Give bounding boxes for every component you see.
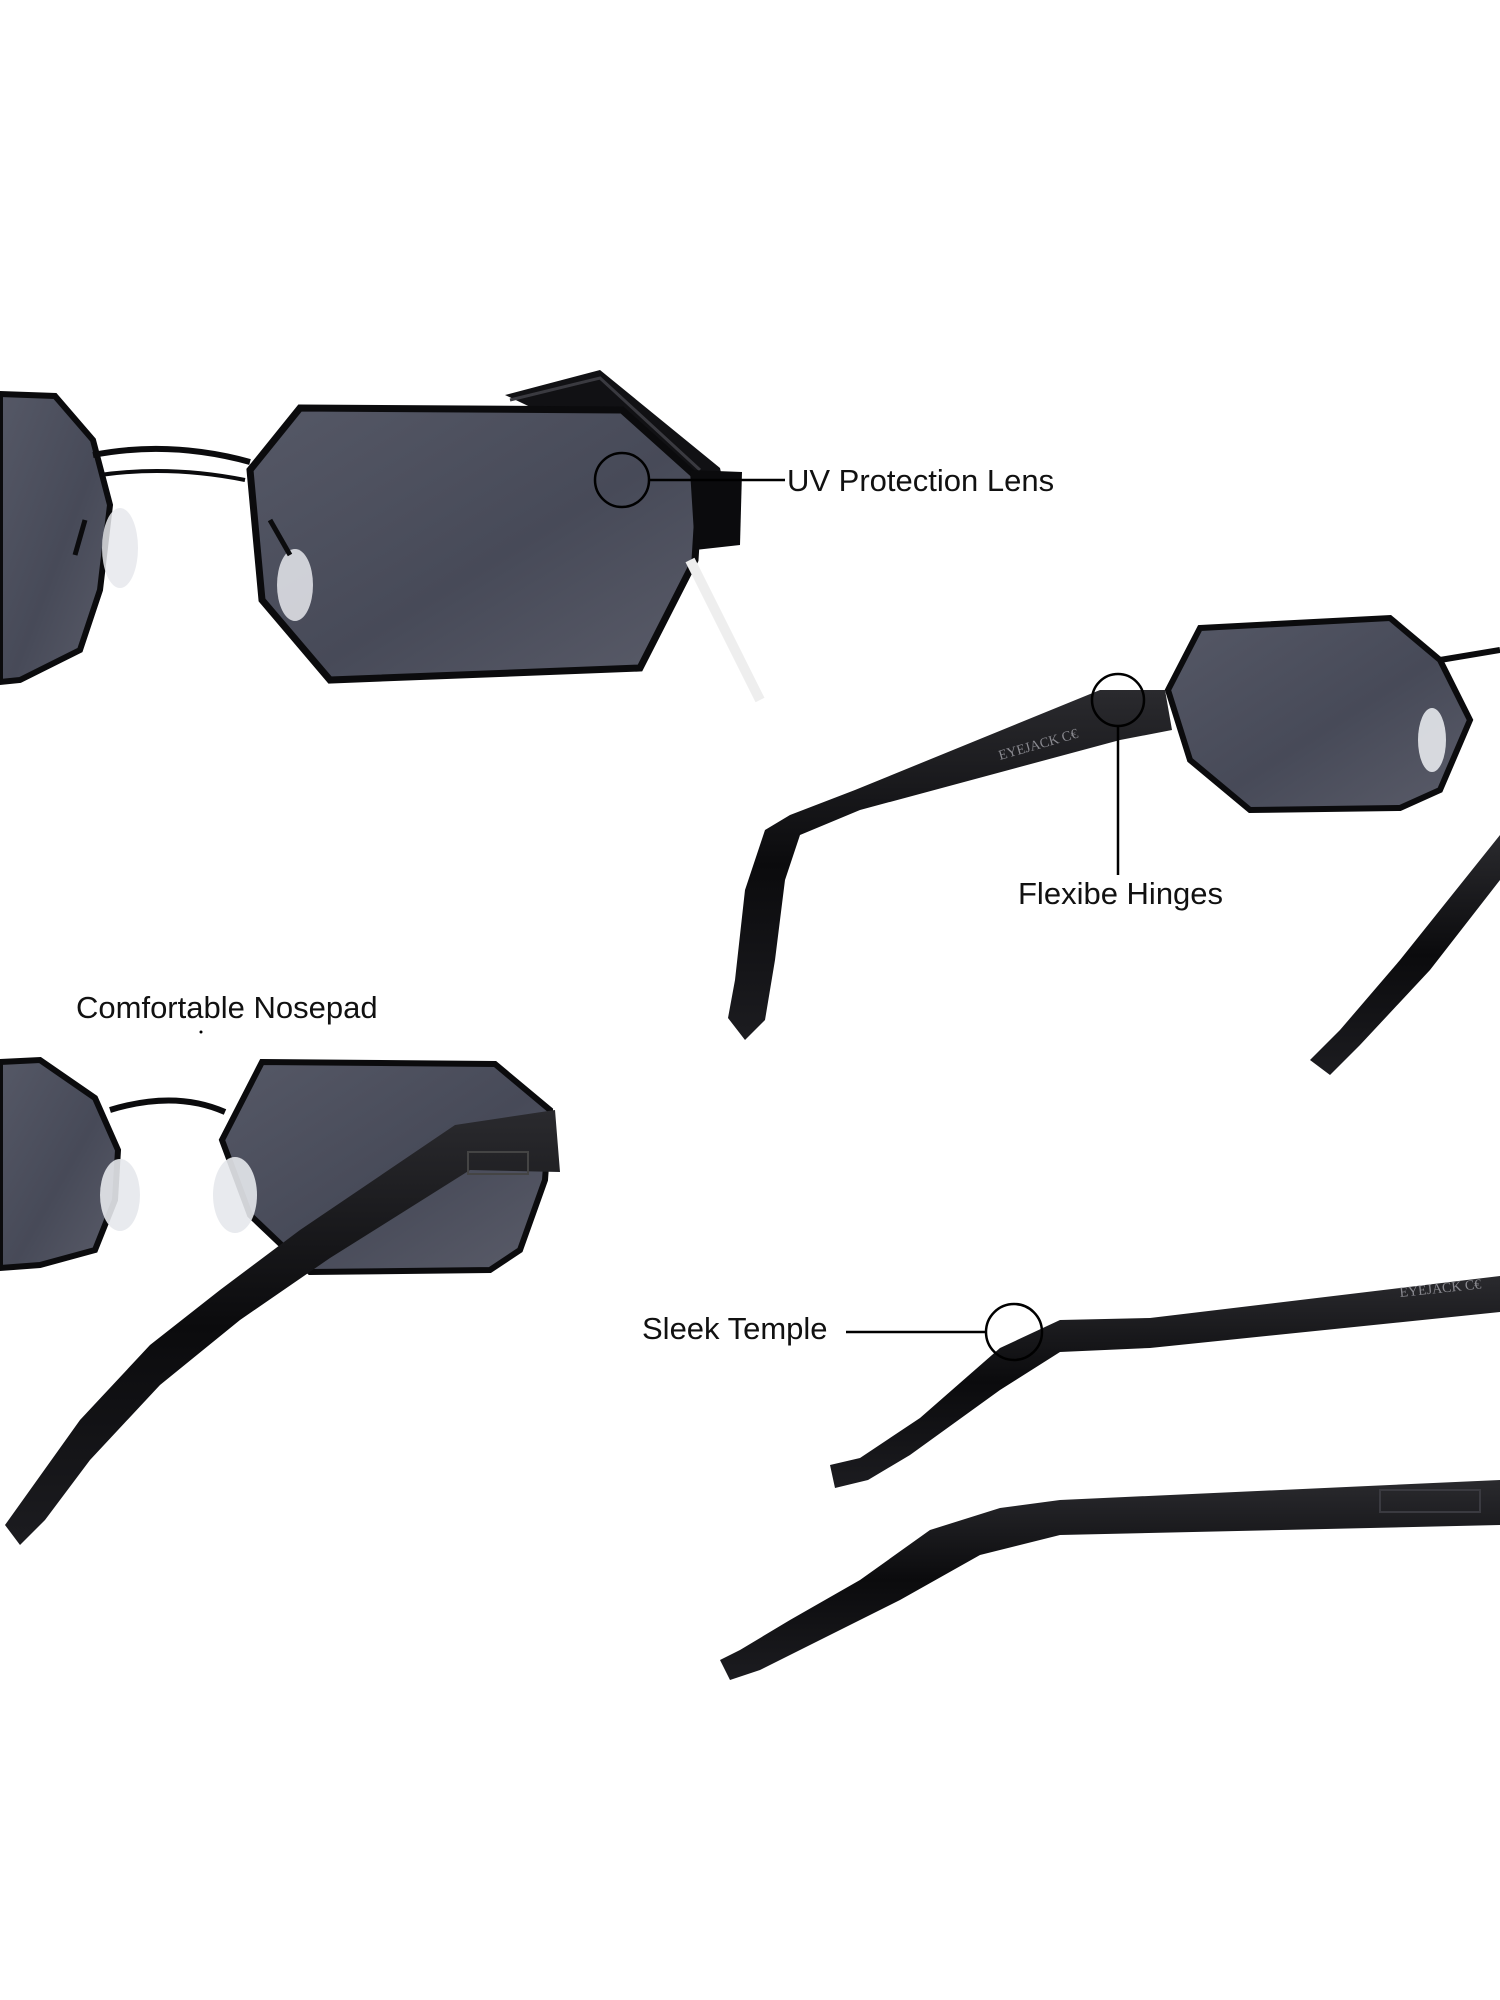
bridge: [92, 445, 251, 465]
tq-temple-arm: [5, 1110, 560, 1545]
glasses-front-view: [0, 370, 785, 703]
tq-nosepad-left: [100, 1159, 140, 1231]
side-temple-arm: [728, 690, 1172, 1040]
side-temple-arm-far: [1310, 835, 1500, 1075]
glasses-three-quarter-view: [0, 1030, 560, 1545]
detail-temple-upper: [830, 1276, 1500, 1488]
temple-detail-view: EYEJACK C€: [720, 1276, 1500, 1680]
right-lens: [246, 404, 704, 684]
detail-arm-plate: [1379, 1489, 1481, 1513]
side-lens: [1164, 614, 1474, 814]
left-lens: [0, 390, 114, 686]
uv-protection-label: UV Protection Lens: [787, 463, 1055, 498]
nosepad-right: [277, 549, 313, 621]
sleek-temple-label: Sleek Temple: [642, 1311, 828, 1346]
detail-temple-lower: [720, 1480, 1500, 1680]
hinge-block: [690, 470, 742, 550]
tq-arm-plate: [467, 1151, 529, 1175]
comfortable-nosepad-label: Comfortable Nosepad: [76, 990, 378, 1025]
nosepad-left: [102, 508, 138, 588]
side-nosepad: [1418, 708, 1446, 772]
glasses-side-view: EYEJACK C€: [728, 614, 1500, 1075]
flexible-hinges-label: Flexibe Hinges: [1018, 876, 1224, 911]
tq-nosepad-right: [213, 1157, 257, 1233]
tq-left-lens: [0, 1056, 122, 1272]
